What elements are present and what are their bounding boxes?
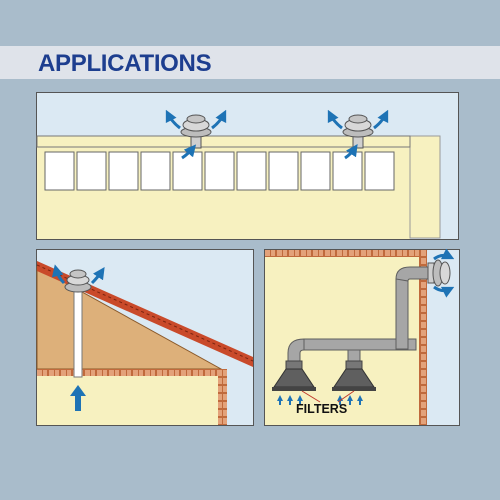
roof-vent-icon xyxy=(342,114,374,149)
airflow-arrow-icon xyxy=(51,264,105,285)
filters-label: FILTERS xyxy=(296,402,348,416)
title-band xyxy=(0,46,500,79)
airflow-arrow-icon xyxy=(165,109,227,160)
range-hood-icon xyxy=(332,360,376,391)
airflow-arrow-icon xyxy=(70,385,86,411)
airflow-arrow-icon xyxy=(277,395,363,405)
roof-vent-icon xyxy=(427,259,451,287)
filter-leader-lines xyxy=(301,390,355,403)
page-title: APPLICATIONS xyxy=(38,50,212,77)
flat-roof-panel xyxy=(36,92,459,240)
vent-pipe xyxy=(73,286,83,378)
airflow-arrow-icon xyxy=(327,109,389,160)
roof-vent-icon xyxy=(64,269,92,293)
pitched-roof-panel xyxy=(36,249,254,426)
kitchen-hood-panel xyxy=(264,249,460,426)
airflow-arrow-icon xyxy=(433,249,455,298)
skylight-row xyxy=(44,151,395,191)
range-hood-icon xyxy=(272,360,316,391)
duct-pipe-icon xyxy=(287,266,435,362)
roof-vent-icon xyxy=(180,114,212,149)
